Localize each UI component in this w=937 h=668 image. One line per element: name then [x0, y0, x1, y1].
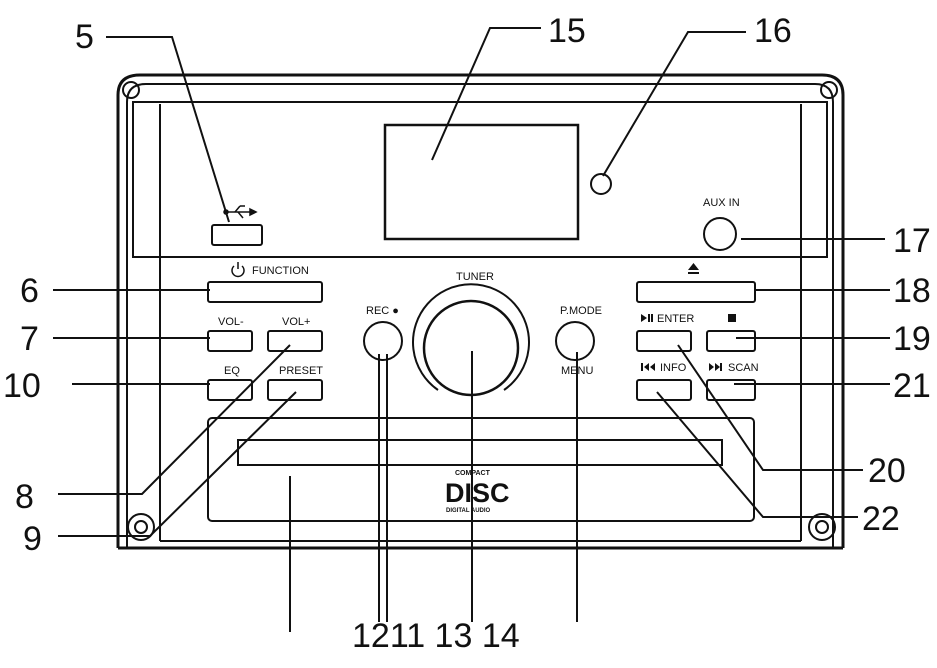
screw-bottom-right: [808, 513, 836, 541]
leader-9: [58, 391, 297, 537]
cd-slot[interactable]: [237, 439, 723, 466]
previous-icon: [644, 363, 649, 371]
stop-icon: [728, 314, 736, 322]
callout-7: 7: [20, 320, 39, 358]
aux-in-jack[interactable]: [703, 217, 737, 251]
screw-bottom-left: [127, 513, 155, 541]
callout-18: 18: [893, 272, 931, 310]
enter-button[interactable]: [636, 330, 692, 352]
enter-label: ENTER: [657, 313, 694, 325]
next-icon-2: [715, 363, 720, 371]
preset-button[interactable]: [267, 379, 323, 401]
play-pause-icon-bar1: [648, 314, 650, 322]
tuner-arc: [412, 283, 530, 391]
next-icon: [709, 363, 714, 371]
leader-5: [106, 36, 230, 223]
callout-bottom-numbers: 1211 13 14: [352, 617, 520, 655]
leader-15: [431, 27, 541, 161]
pmode-label: P.MODE: [560, 305, 602, 317]
previous-icon-bar: [641, 363, 643, 371]
play-pause-icon-bar2: [651, 314, 653, 322]
callout-21: 21: [893, 367, 931, 405]
cd-logo: COMPACT DISC DIGITAL AUDIO: [445, 470, 510, 514]
ir-sensor: [590, 173, 612, 195]
stop-button[interactable]: [706, 330, 756, 352]
cd-logo-bottom: DIGITAL AUDIO: [446, 508, 491, 514]
eject-icon: [688, 263, 699, 270]
vol-plus-button[interactable]: [267, 330, 323, 352]
vol-minus-label: VOL-: [218, 316, 244, 328]
scan-label: SCAN: [728, 362, 759, 374]
pmode-button[interactable]: [555, 321, 595, 361]
screw-top-right: [820, 81, 838, 99]
callout-20: 20: [868, 452, 906, 490]
leader-8: [58, 344, 291, 495]
tuner-label: TUNER: [456, 271, 494, 283]
cd-tray: [207, 417, 755, 522]
rec-button[interactable]: [363, 321, 403, 361]
info-button[interactable]: [636, 379, 692, 401]
power-icon: [231, 262, 245, 278]
callout-16: 16: [754, 12, 792, 50]
eq-label: EQ: [224, 365, 240, 377]
play-pause-icon: [641, 314, 647, 322]
housing-outer: [116, 73, 845, 548]
usb-icon: [223, 205, 258, 219]
rec-label: REC ●: [366, 305, 399, 317]
housing-inner: [126, 83, 834, 548]
eject-icon-bar: [688, 272, 699, 274]
eject-button[interactable]: [636, 281, 756, 303]
callout-8: 8: [15, 478, 34, 516]
callout-15: 15: [548, 12, 586, 50]
callout-22: 22: [862, 500, 900, 538]
previous-icon-2: [650, 363, 655, 371]
top-panel: [132, 101, 828, 258]
leader-22: [656, 391, 858, 518]
screw-bottom-left-inner: [134, 520, 148, 534]
function-label: FUNCTION: [252, 265, 309, 277]
function-button[interactable]: [207, 281, 323, 303]
vol-plus-label: VOL+: [282, 316, 310, 328]
aux-in-label: AUX IN: [703, 197, 740, 209]
screw-bottom-right-inner: [815, 520, 829, 534]
cd-logo-main: DISC: [445, 478, 510, 508]
leader-20: [677, 344, 863, 471]
lcd-display: [383, 123, 580, 241]
info-label: INFO: [660, 362, 687, 374]
callout-17: 17: [893, 222, 931, 260]
callout-5: 5: [75, 18, 94, 56]
screw-top-left: [122, 81, 140, 99]
preset-label: PRESET: [279, 365, 323, 377]
next-icon-bar: [720, 363, 722, 371]
leader-16: [602, 31, 746, 177]
scan-button[interactable]: [706, 379, 756, 401]
callout-9: 9: [23, 520, 42, 558]
callout-6: 6: [20, 272, 39, 310]
callout-19: 19: [893, 320, 931, 358]
eq-button[interactable]: [207, 379, 253, 401]
callout-10: 10: [3, 367, 41, 405]
usb-port[interactable]: [211, 224, 263, 246]
vol-minus-button[interactable]: [207, 330, 253, 352]
